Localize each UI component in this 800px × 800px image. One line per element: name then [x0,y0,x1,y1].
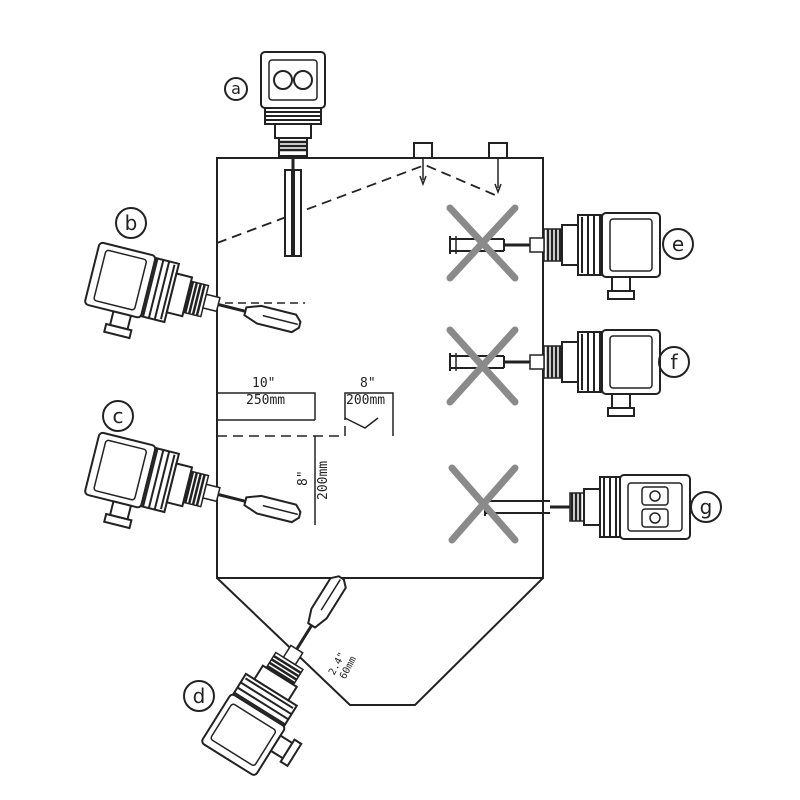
dim-200mm-top: 200mm [346,393,386,408]
dim-8in-side: 8" [296,470,311,486]
label-c: c [102,400,134,432]
sensor-a [260,51,326,257]
top-nozzle-right [488,142,508,195]
sensor-f [448,328,662,418]
silo-cone [216,577,544,706]
sensor-e [448,211,662,301]
material-surface-line [216,164,496,244]
cross-f [446,326,519,406]
top-nozzle-left [413,142,433,187]
cross-e [446,204,519,282]
dim-200mm-side: 200mm [316,460,331,500]
dim-8in-top: 8" [360,376,376,391]
label-d: d [183,680,215,712]
label-a: a [224,77,248,101]
label-g: g [690,491,722,523]
label-b: b [115,207,147,239]
sensor-g [484,474,691,540]
cross-g [448,464,519,544]
label-f: f [658,346,690,378]
dimension-graphics [217,392,394,525]
sensor-d [199,571,351,790]
sensor-c [77,430,304,549]
sensor-b [77,240,304,359]
dim-250mm: 250mm [246,393,286,408]
dim-10in: 10" [252,376,276,391]
label-e: e [662,228,694,260]
